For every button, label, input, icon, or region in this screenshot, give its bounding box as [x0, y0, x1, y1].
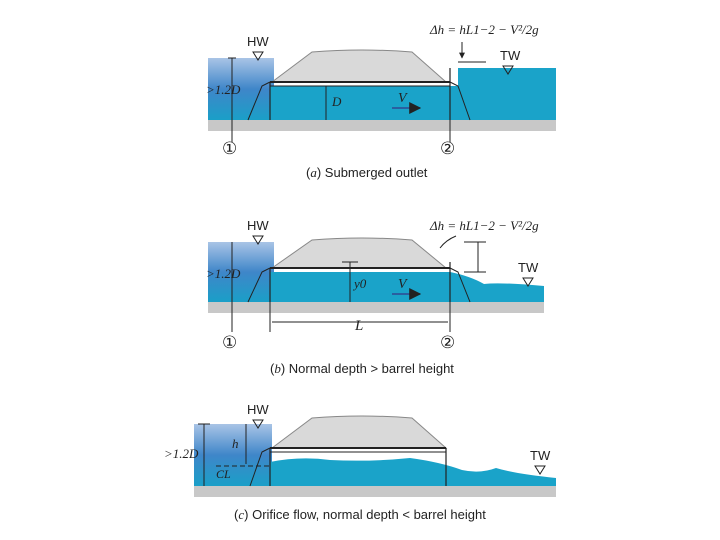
centerline-label-c: CL	[216, 467, 231, 481]
inlet-wing-a	[247, 81, 271, 121]
caption-letter-c: c	[238, 507, 245, 522]
tw-marker-c	[534, 465, 546, 475]
barrel-water-a	[270, 86, 460, 120]
headwater-a	[208, 58, 274, 120]
hw-label-b: HW	[247, 218, 269, 233]
length-label-b: L	[354, 318, 363, 334]
ground-c	[194, 486, 556, 497]
embankment-c	[270, 415, 448, 449]
tw-label-b: TW	[518, 260, 539, 275]
panel-c: HW TW >1.2D h CL	[164, 402, 556, 497]
inlet-wing-b	[247, 267, 271, 303]
hw-label-c: HW	[247, 402, 269, 417]
caption-b: (b) Normal depth > barrel height	[270, 361, 454, 376]
orifice-flow-c	[270, 458, 556, 486]
inlet-wing-c	[249, 447, 271, 487]
head-equation-b: Δh = hL1−2 − V²/2g	[429, 218, 539, 233]
embankment-b	[270, 237, 448, 269]
ground-a	[208, 120, 556, 131]
caption-text-a: Submerged outlet	[324, 165, 428, 180]
section-2-label-a: ②	[440, 139, 455, 158]
outlet-wing-a	[449, 81, 471, 121]
outlet-wing-b	[449, 267, 471, 303]
caption-letter-a: a	[310, 165, 317, 180]
head-equation-a: Δh = hL1−2 − V²/2g	[429, 22, 539, 37]
caption-a: (a) Submerged outlet	[306, 165, 428, 180]
barrel-label-a: D	[331, 94, 342, 109]
hw-marker-b	[252, 235, 264, 245]
panel-a: HW TW >1.2D D V ① ② Δh = hL1−2 − V²/2g	[206, 22, 556, 158]
hw-marker-a	[252, 51, 264, 61]
tailwater-a	[458, 68, 556, 120]
section-1-label-b: ①	[222, 333, 237, 352]
head-leader-b	[439, 235, 457, 249]
caption-c: (c) Orifice flow, normal depth < barrel …	[234, 507, 486, 522]
tailwater-b	[450, 272, 544, 302]
velocity-label-a: V	[398, 91, 408, 106]
depth-label-c: >1.2D	[164, 446, 199, 461]
section-2-label-b: ②	[440, 333, 455, 352]
tw-marker-b	[522, 277, 534, 287]
tw-marker-a	[502, 65, 514, 75]
tw-label-a: TW	[500, 48, 521, 63]
caption-letter-b: b	[274, 361, 281, 376]
caption-text-b: Normal depth > barrel height	[288, 361, 454, 376]
depth-label-b: >1.2D	[206, 266, 241, 281]
caption-text-c: Orifice flow, normal depth < barrel heig…	[252, 507, 486, 522]
embankment-a	[270, 49, 448, 83]
hw-marker-c	[252, 419, 264, 429]
panel-b: HW TW >1.2D y0 V L ① ② Δh = hL1−2 − V²/2…	[206, 218, 544, 352]
section-1-label-a: ①	[222, 139, 237, 158]
normal-depth-label-b: y0	[352, 276, 367, 291]
tw-label-c: TW	[530, 448, 551, 463]
head-label-c: h	[232, 436, 239, 451]
ground-b	[208, 302, 544, 313]
depth-label-a: >1.2D	[206, 82, 241, 97]
headwater-c	[194, 424, 272, 486]
velocity-label-b: V	[398, 277, 408, 292]
hw-label-a: HW	[247, 34, 269, 49]
